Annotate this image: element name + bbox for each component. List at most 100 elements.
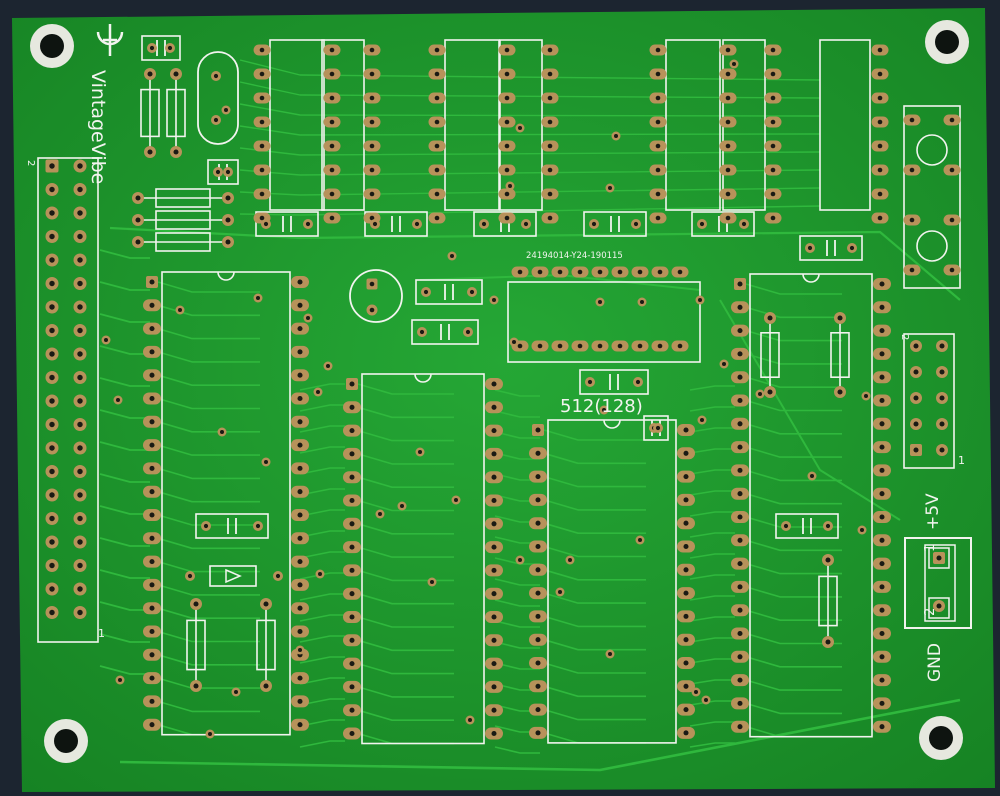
solder-pad bbox=[143, 322, 161, 335]
solder-pad bbox=[485, 727, 503, 740]
solder-pad bbox=[143, 462, 161, 475]
pad-drill bbox=[635, 379, 641, 385]
pad-drill bbox=[655, 119, 661, 125]
pad-drill bbox=[877, 191, 883, 197]
copper-trace bbox=[689, 574, 735, 580]
solder-pad bbox=[343, 727, 361, 740]
audio-jack-outline bbox=[916, 230, 948, 262]
via bbox=[115, 675, 125, 685]
pad-drill bbox=[909, 267, 915, 273]
copper-trace bbox=[689, 637, 735, 643]
solder-pad bbox=[73, 418, 87, 431]
pad-drill bbox=[879, 514, 885, 520]
ram-ic-outline bbox=[547, 419, 677, 744]
solder-pad bbox=[873, 627, 891, 640]
solder-pad bbox=[589, 219, 599, 229]
solder-pad bbox=[739, 219, 749, 229]
solder-pad bbox=[291, 509, 309, 521]
solder-pad bbox=[485, 657, 503, 670]
solder-pad bbox=[551, 266, 569, 278]
solder-pad bbox=[253, 140, 271, 152]
copper-trace bbox=[239, 103, 821, 117]
solder-pad bbox=[529, 517, 547, 530]
copper-trace bbox=[689, 511, 735, 517]
solder-pad bbox=[428, 116, 446, 128]
solder-pad bbox=[764, 68, 782, 80]
solder-pad bbox=[903, 164, 921, 176]
solder-pad bbox=[571, 340, 589, 352]
pad-drill bbox=[637, 343, 643, 349]
solder-pad bbox=[417, 327, 427, 337]
solder-pad bbox=[428, 92, 446, 104]
pad-drill bbox=[187, 573, 193, 579]
pad-drill bbox=[683, 613, 689, 619]
jumper-pin-top-label: 2 bbox=[899, 334, 910, 340]
copper-trace bbox=[745, 656, 842, 668]
ground-label: GND bbox=[925, 643, 945, 682]
solder-pad bbox=[529, 493, 547, 506]
solder-pad bbox=[651, 340, 669, 352]
jumper-block-outline bbox=[903, 333, 955, 469]
solder-pad bbox=[485, 564, 503, 577]
pad-drill bbox=[725, 71, 731, 77]
copper-trace bbox=[99, 633, 150, 643]
copper-trace bbox=[689, 448, 735, 454]
copper-trace bbox=[745, 562, 842, 575]
pad-drill bbox=[149, 698, 155, 704]
pad-drill bbox=[535, 474, 541, 480]
pad-drill bbox=[825, 639, 831, 645]
solder-pad bbox=[936, 366, 948, 378]
via bbox=[261, 457, 271, 467]
solder-pad bbox=[871, 212, 889, 224]
solder-pad bbox=[873, 371, 891, 384]
pad-drill bbox=[491, 521, 497, 527]
left-header-outline bbox=[37, 157, 99, 643]
pad-drill bbox=[305, 221, 311, 227]
solder-pad bbox=[428, 212, 446, 224]
copper-trace bbox=[157, 700, 260, 713]
pad-drill bbox=[879, 374, 885, 380]
copper-trace bbox=[239, 125, 821, 136]
solder-pad bbox=[764, 164, 782, 176]
copper-trace bbox=[299, 446, 345, 454]
solder-pad bbox=[412, 219, 422, 229]
pad-drill bbox=[837, 389, 843, 395]
via bbox=[515, 123, 525, 133]
pad-drill bbox=[77, 374, 83, 381]
copper-trace bbox=[543, 545, 646, 558]
solder-pad bbox=[719, 164, 737, 176]
solder-pad bbox=[873, 394, 891, 407]
pad-drill bbox=[587, 379, 593, 385]
solder-pad bbox=[343, 517, 361, 530]
solder-pad bbox=[143, 345, 161, 358]
pad-drill bbox=[879, 630, 885, 637]
via bbox=[729, 59, 739, 69]
pad-drill bbox=[557, 343, 563, 349]
pad-drill bbox=[491, 614, 497, 620]
pad-drill bbox=[657, 343, 663, 349]
pad-drill bbox=[770, 167, 776, 173]
solder-pad bbox=[45, 324, 59, 337]
pad-drill bbox=[535, 660, 541, 666]
horizontal-ic-outline bbox=[507, 281, 701, 363]
pad-drill bbox=[767, 389, 773, 395]
solder-pad bbox=[343, 471, 361, 484]
pad-drill bbox=[577, 343, 583, 349]
pad-drill bbox=[329, 47, 335, 53]
pad-drill bbox=[49, 398, 55, 404]
pad-drill bbox=[939, 395, 945, 401]
solder-pad bbox=[346, 378, 358, 390]
pad-drill bbox=[909, 217, 915, 223]
solder-pad bbox=[323, 140, 341, 152]
via-drill bbox=[378, 512, 382, 516]
pad-drill bbox=[491, 661, 497, 667]
pad-drill bbox=[737, 700, 743, 706]
solder-pad bbox=[45, 606, 59, 619]
power-label: +5V bbox=[923, 493, 943, 530]
solder-pad bbox=[541, 116, 559, 128]
solder-pad bbox=[291, 415, 309, 428]
copper-trace bbox=[157, 281, 260, 293]
rom-ic-outline bbox=[361, 373, 485, 745]
solder-pad bbox=[73, 582, 87, 596]
pad-drill bbox=[149, 559, 155, 565]
